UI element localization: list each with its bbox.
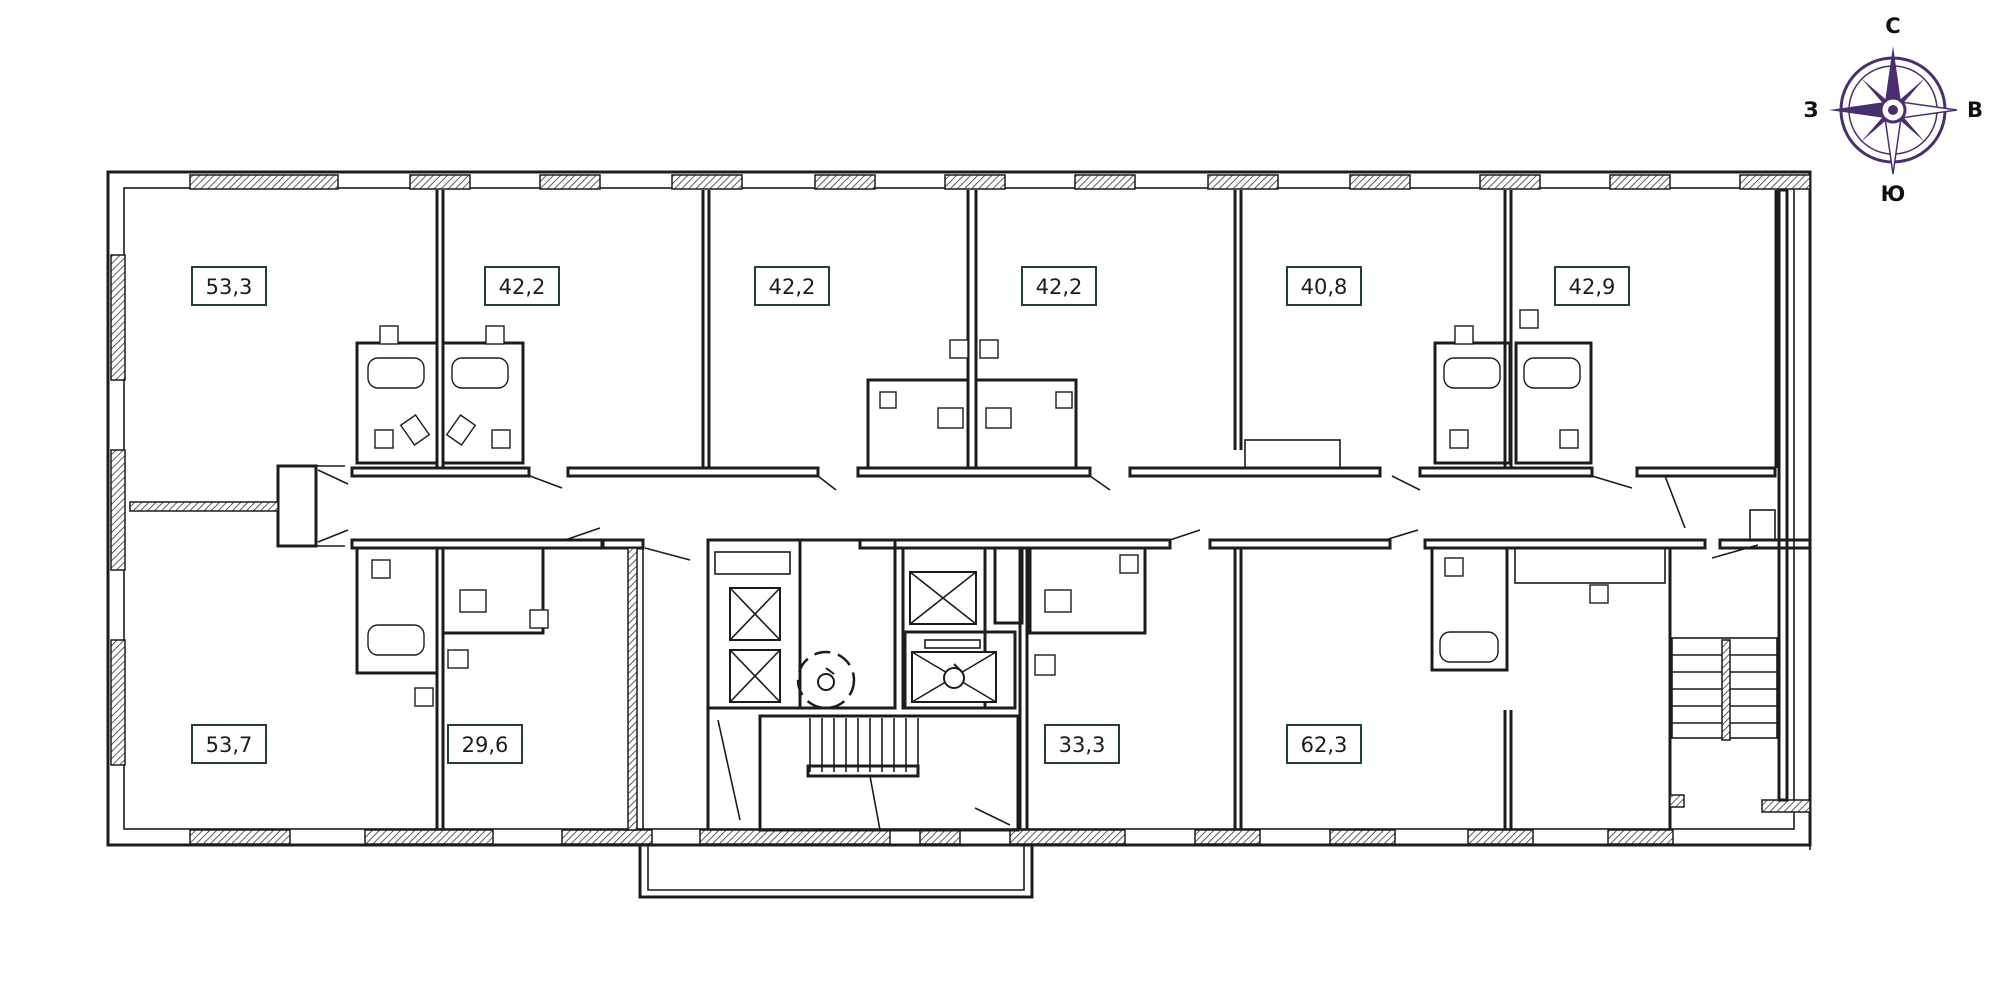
apartment-label[interactable]: 42,9	[1554, 266, 1630, 306]
apartment-label[interactable]: 33,3	[1044, 724, 1120, 764]
compass-east: В	[1967, 98, 1983, 122]
wheelchair-icon	[796, 650, 856, 710]
compass-west: З	[1804, 98, 1819, 122]
windows-bottom	[189, 799, 1811, 845]
apartment-label[interactable]: 53,7	[191, 724, 267, 764]
bathrooms	[355, 309, 1666, 707]
wheelchair-icon	[943, 663, 965, 689]
compass-south: Ю	[1881, 182, 1906, 206]
apartment-area: 42,9	[1569, 275, 1616, 299]
apartment-area: 33,3	[1059, 733, 1106, 757]
apartment-label[interactable]: 42,2	[754, 266, 830, 306]
compass-north: С	[1885, 14, 1900, 38]
apartment-label[interactable]: 62,3	[1286, 724, 1362, 764]
apartment-area: 62,3	[1301, 733, 1348, 757]
right-stair	[1671, 509, 1778, 741]
apartment-area: 53,3	[206, 275, 253, 299]
apartment-label[interactable]: 42,2	[1021, 266, 1097, 306]
windows-left	[110, 254, 126, 766]
corridor	[129, 464, 1812, 561]
apartment-label[interactable]: 29,6	[447, 724, 523, 764]
apartment-area: 29,6	[462, 733, 509, 757]
windows-top	[189, 174, 1811, 190]
compass-rose-icon: С Ю В З	[1804, 14, 1983, 206]
apartment-area: 42,2	[769, 275, 816, 299]
central-core	[706, 538, 1024, 832]
apartment-label[interactable]: 40,8	[1286, 266, 1362, 306]
apartment-area: 42,2	[499, 275, 546, 299]
apartment-label[interactable]: 42,2	[484, 266, 560, 306]
apartment-labels: 53,3 42,2 42,2 42,2 40,8 42,9 53,7 29,6	[191, 266, 1630, 764]
apartment-area: 42,2	[1036, 275, 1083, 299]
apartment-label[interactable]: 53,3	[191, 266, 267, 306]
apartment-area: 40,8	[1301, 275, 1348, 299]
apartment-area: 53,7	[206, 733, 253, 757]
